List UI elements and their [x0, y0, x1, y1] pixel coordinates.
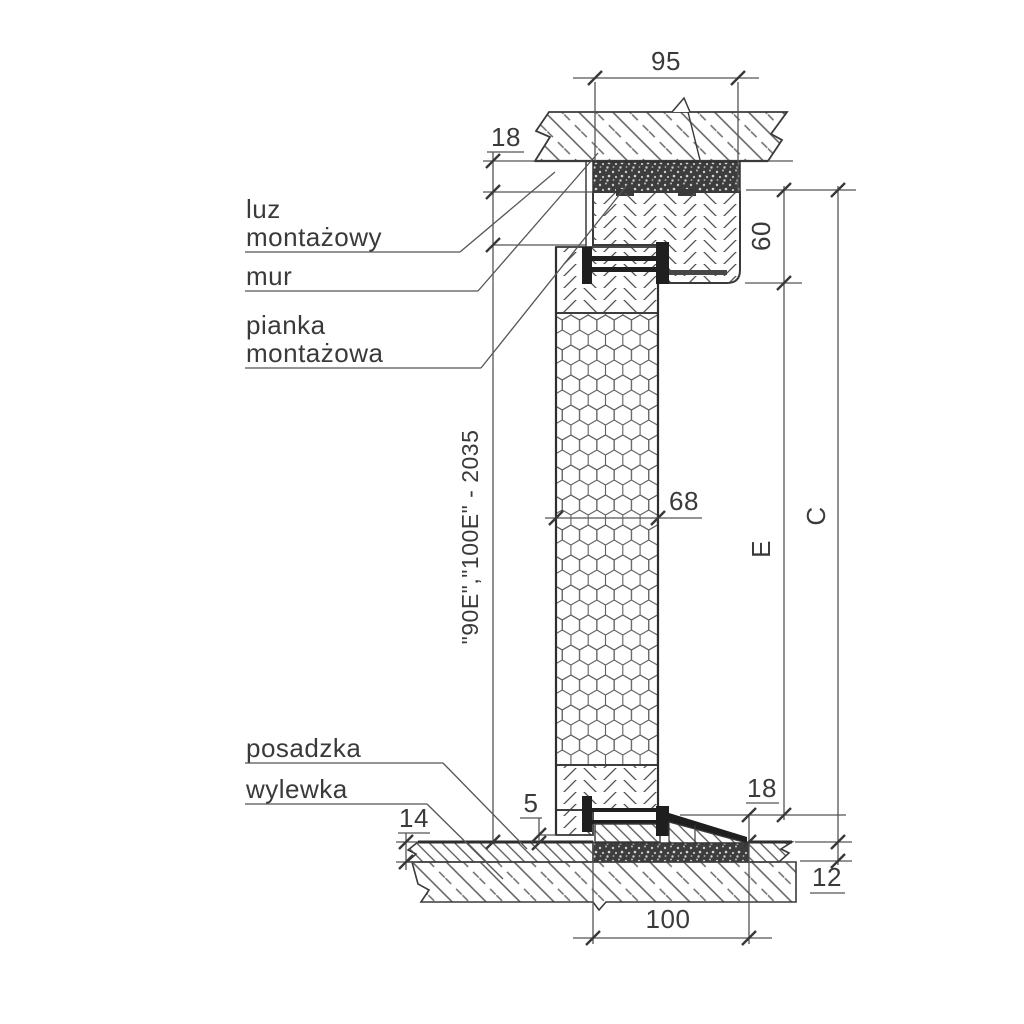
dim-text-C: C	[801, 506, 831, 525]
head-gasket-bottom-edge	[592, 267, 658, 272]
foam-band	[592, 161, 741, 193]
label-mur: mur	[246, 261, 292, 291]
dim-text-60: 60	[746, 221, 776, 251]
label-pianka-line1: pianka	[246, 310, 326, 340]
leaf-bottom-rail	[555, 764, 659, 811]
label-luz-line2: montażowy	[246, 222, 382, 252]
threshold-ramp	[669, 813, 747, 843]
threshold-block	[594, 823, 661, 843]
mounting-foam-top	[592, 161, 741, 196]
head-seal-right	[656, 242, 669, 284]
label-wylewka: wylewka	[245, 774, 348, 804]
leaf-honeycomb-core	[555, 312, 659, 766]
leader-line-wylewka	[426, 803, 504, 880]
leader-line-mur	[477, 152, 599, 292]
dim-text-12: 12	[812, 862, 842, 892]
head-seal-left	[582, 247, 592, 284]
bottom-seal-right	[656, 806, 669, 836]
head-stop-flange	[669, 270, 727, 275]
dim-text-5: 5	[524, 788, 539, 818]
leader-line-posadzka	[442, 762, 528, 850]
floor-finish-right	[747, 841, 795, 863]
dim-text-E: E	[746, 540, 776, 558]
threshold-assembly	[582, 796, 748, 844]
label-luz-line1: luz	[246, 194, 281, 224]
screed-layer	[410, 861, 797, 912]
dim-text-100: 100	[646, 904, 691, 934]
label-posadzka: posadzka	[246, 733, 361, 763]
drop-seal-bottom-edge	[592, 820, 660, 824]
mounting-foam-bottom	[592, 842, 749, 863]
leader-line-luz	[459, 171, 556, 253]
dim-text-14: 14	[399, 803, 429, 833]
label-pianka-line2: montażowa	[246, 338, 383, 368]
wall-lintel	[533, 96, 793, 163]
drop-seal-top-edge	[592, 808, 660, 812]
dim-text-18-top: 18	[491, 122, 521, 152]
bottom-seal-left	[582, 796, 592, 832]
wall-break-peak	[671, 96, 691, 113]
wall-break-slash	[687, 111, 701, 161]
drawing-text: 95 18 "90E","100E" - 2035 60 E C 68 5 18…	[245, 46, 842, 934]
wall-hatch-area	[533, 111, 789, 162]
floor-finish-left	[404, 841, 594, 863]
dim-text-68: 68	[669, 486, 699, 516]
floor-layers	[404, 840, 797, 912]
head-seal-assembly	[582, 242, 727, 284]
dim-text-95: 95	[651, 46, 681, 76]
annotation-leaders	[245, 152, 629, 880]
door-leaf	[554, 246, 660, 836]
head-gasket-top-edge	[592, 256, 658, 261]
dim-text-door-height: "90E","100E" - 2035	[457, 430, 483, 645]
dim-text-18-bottom: 18	[747, 773, 777, 803]
leader-line-pianka	[480, 183, 629, 369]
